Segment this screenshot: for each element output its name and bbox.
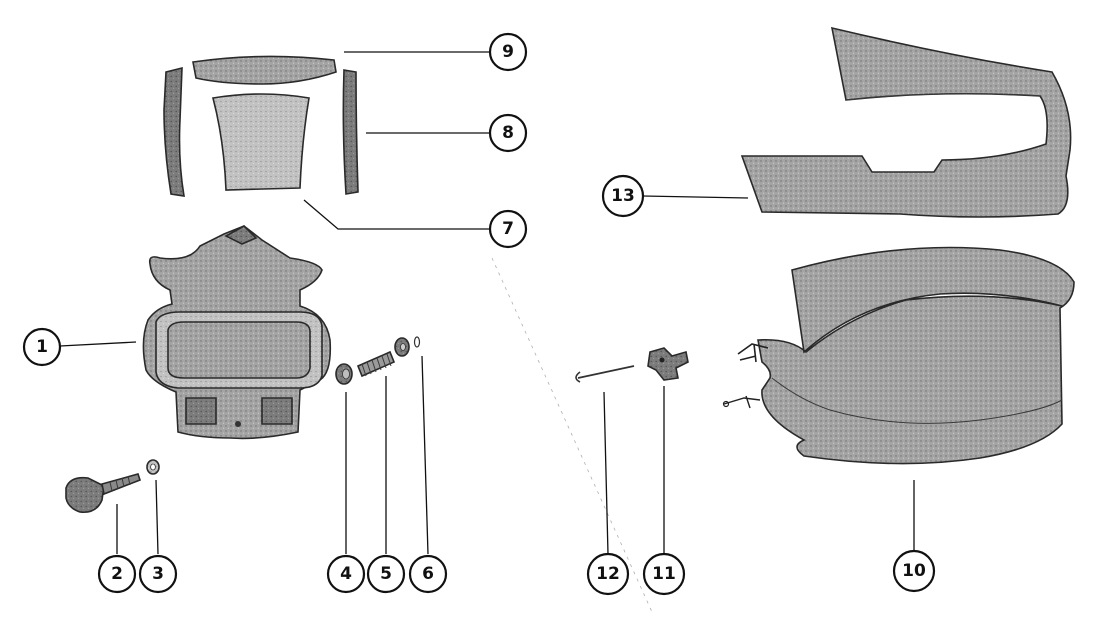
svg-text:4: 4 [340,564,352,584]
callout-5: 5 [366,554,406,594]
svg-text:1: 1 [36,337,48,357]
callout-7: 7 [488,209,528,249]
part-8-side-trim-strips [163,66,359,197]
part-12-rod [575,365,635,383]
part-4-cup-washer [335,363,353,385]
callout-1: 1 [22,327,62,367]
part-5-spring [356,350,396,378]
svg-text:10: 10 [902,561,926,581]
svg-text:12: 12 [596,564,620,584]
svg-text:8: 8 [502,123,514,143]
svg-text:5: 5 [380,564,392,584]
leader-lines [59,51,915,555]
svg-text:2: 2 [111,564,123,584]
svg-text:9: 9 [502,42,514,62]
part-7-center-panel [212,93,310,191]
part-10-lower-band [722,246,1075,465]
callout-8: 8 [488,113,528,153]
part-13-upper-cover [740,26,1072,218]
part-11-latch [647,347,689,381]
callout-11: 11 [642,552,686,596]
part-3-washer [146,459,160,475]
center-reference-line [491,257,653,613]
callout-12: 12 [586,552,630,596]
callout-4: 4 [326,554,366,594]
callout-3: 3 [138,554,178,594]
part-1-main-housing [142,225,332,440]
svg-text:3: 3 [152,564,164,584]
svg-text:7: 7 [502,219,514,239]
part-6-washers [394,336,421,357]
callout-13: 13 [601,174,645,218]
part-9-top-trim-strip [192,55,337,85]
callout-10: 10 [892,549,936,593]
callout-6: 6 [408,554,448,594]
svg-text:13: 13 [611,186,635,206]
part-2-knob-screw [65,473,141,514]
callout-2: 2 [97,554,137,594]
svg-text:6: 6 [422,564,434,584]
callout-9: 9 [488,32,528,72]
svg-text:11: 11 [652,564,676,584]
